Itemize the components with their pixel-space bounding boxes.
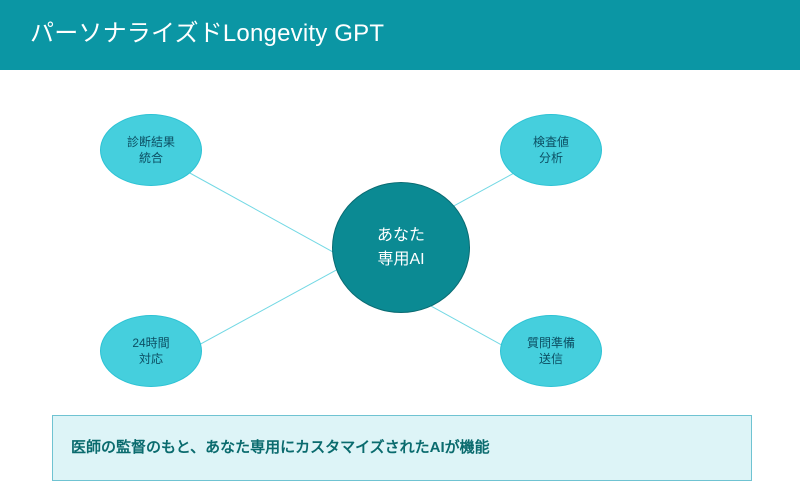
- node-label-line1: 診断結果: [126, 135, 175, 149]
- node-label-line1: 質問準備: [526, 336, 575, 350]
- center-node-label-line1: あなた: [376, 226, 425, 244]
- diagram-node-diagnosis-integration[interactable]: 診断結果 統合: [100, 114, 202, 186]
- diagram-node-question-prep-send[interactable]: 質問準備 送信: [500, 315, 602, 387]
- page-title: パーソナライズドLongevity GPT: [30, 20, 385, 47]
- node-label-line2: 分析: [538, 151, 563, 165]
- diagram-node-24h-support[interactable]: 24時間 対応: [100, 315, 202, 387]
- caption-box: 医師の監督のもと、あなた専用にカスタマイズされたAIが機能: [52, 415, 752, 481]
- node-label-line1: 検査値: [532, 135, 569, 149]
- diagram-node-lab-value-analysis[interactable]: 検査値 分析: [500, 114, 602, 186]
- node-label-line1: 24時間: [132, 336, 170, 350]
- diagram-center-node-personal-ai[interactable]: あなた 専用AI: [332, 182, 470, 313]
- caption-text: 医師の監督のもと、あなた専用にカスタマイズされたAIが機能: [71, 439, 490, 456]
- header-band: パーソナライズドLongevity GPT: [0, 0, 800, 70]
- diagram-canvas: 診断結果 統合 検査値 分析 24時間 対応 質問準備 送信 あなた 専用AI: [0, 70, 800, 410]
- node-label-line2: 対応: [138, 352, 163, 366]
- node-label-line2: 統合: [138, 151, 163, 165]
- node-label-line2: 送信: [538, 352, 563, 366]
- center-node-label-line2: 専用AI: [377, 250, 425, 268]
